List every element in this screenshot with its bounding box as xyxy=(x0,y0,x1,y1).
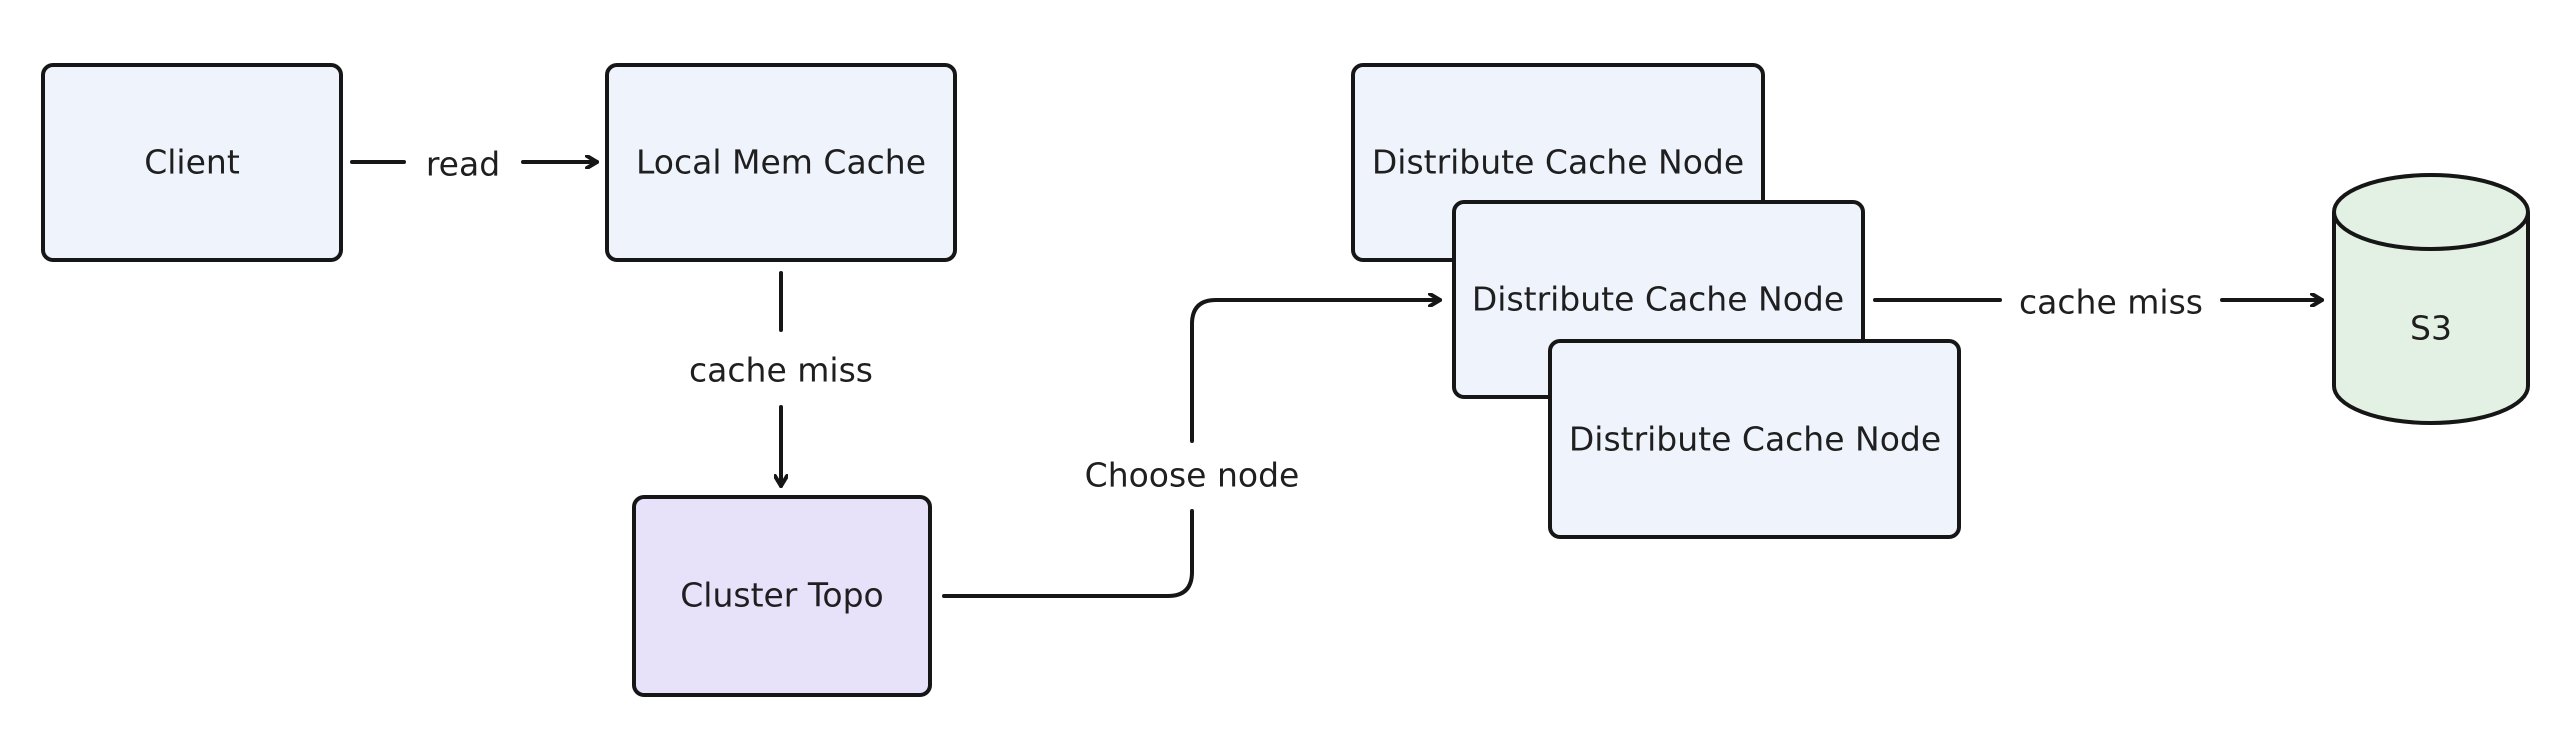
s3-cylinder-top xyxy=(2332,173,2530,251)
edge-read-label: read xyxy=(426,145,500,184)
edge-cache-miss-local-label: cache miss xyxy=(689,351,873,390)
node-local-mem-cache: Local Mem Cache xyxy=(605,63,957,262)
edge-cache-miss-remote: cache miss xyxy=(1873,283,2324,322)
edge-choose-node-line-lower xyxy=(942,509,1194,598)
edge-read: read xyxy=(350,145,599,184)
edge-cache-miss-remote-label: cache miss xyxy=(2019,283,2203,322)
node-client: Client xyxy=(41,63,343,262)
s3-label: S3 xyxy=(2410,309,2452,348)
distribute-cache-node-3-label: Distribute Cache Node xyxy=(1569,420,1941,459)
distribute-cache-node-2-label: Distribute Cache Node xyxy=(1472,280,1844,319)
node-distribute-cache-node-3: Distribute Cache Node xyxy=(1548,339,1961,539)
edge-choose-node: Choose node xyxy=(942,300,1442,598)
client-label: Client xyxy=(144,143,240,182)
cluster-topo-box xyxy=(632,495,932,697)
distribute-cache-node-1-label: Distribute Cache Node xyxy=(1372,143,1744,182)
client-box xyxy=(41,63,343,262)
edge-choose-node-label: Choose node xyxy=(1085,456,1300,495)
node-cluster-topo: Cluster Topo xyxy=(632,495,932,697)
local-mem-cache-box xyxy=(605,63,957,262)
s3-cylinder-body xyxy=(2332,212,2530,425)
local-mem-cache-label: Local Mem Cache xyxy=(636,143,926,182)
cluster-topo-label: Cluster Topo xyxy=(680,576,884,615)
edge-cache-miss-local: cache miss xyxy=(689,271,873,488)
node-s3-database: S3 xyxy=(2332,173,2530,425)
edge-choose-node-line-upper xyxy=(1190,300,1442,443)
distribute-cache-node-3-box xyxy=(1548,339,1961,539)
